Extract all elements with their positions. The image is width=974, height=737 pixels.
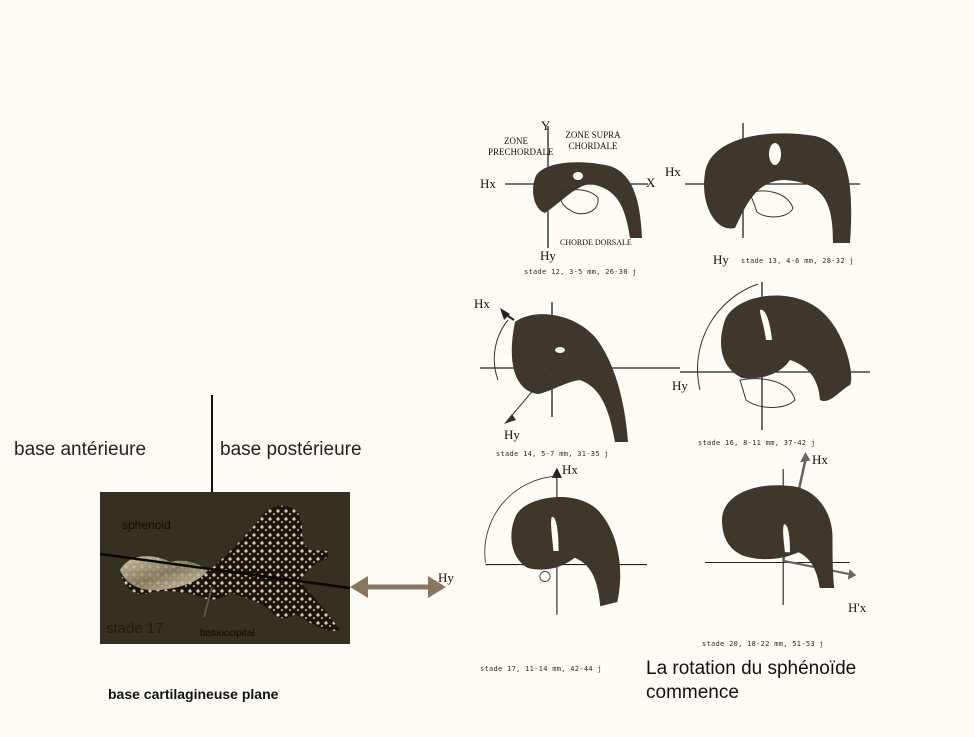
stage-20-caption: stade 20, 18-22 mm, 51-53 j <box>702 640 824 648</box>
base-posterieure-label: base postérieure <box>220 439 362 461</box>
stage-20-hx-label: Hx <box>812 452 828 468</box>
stage-20-hpx-label: H'x <box>848 600 866 616</box>
stage-12-hy-label: Hy <box>540 248 556 264</box>
sphenoid-photo-panel: sphenoid stade 17 basioccipital <box>100 492 350 644</box>
stage-13-caption: stade 13, 4-6 mm, 28-32 j <box>741 257 854 265</box>
stage-13-hy-label: Hy <box>713 252 729 268</box>
stage-12-caption: stade 12, 3-5 mm, 26-30 j <box>524 268 637 276</box>
chorde-dorsale-label: CHORDE DORSALE <box>560 237 670 248</box>
zone-supra-chordale-label: ZONE SUPRA CHORDALE <box>558 130 628 152</box>
basioccipital-label: basioccipital <box>200 628 254 639</box>
stade-17-label: stade 17 <box>106 620 164 637</box>
stage-17-hy-label: Hy <box>438 570 454 586</box>
stage-14-caption: stade 14, 5-7 mm, 31-35 j <box>496 450 609 458</box>
zone-prechordale-label: ZONE PRECHORDALE <box>488 136 544 158</box>
stage-12-diagram: Y X Hx Hy ZONE PRECHORDALE ZONE SUPRA CH… <box>480 118 680 288</box>
stage-13-diagram: Hx Hy stade 13, 4-6 mm, 28-32 j <box>675 118 875 288</box>
stage-17-caption: stade 17, 11-14 mm, 42-44 j <box>480 665 602 673</box>
stage-20-diagram: Hx H'x stade 20, 18-22 mm, 51-53 j <box>690 452 890 622</box>
stage-17-diagram: Hx Hy stade 17, 11-14 mm, 42-44 j <box>462 466 662 636</box>
stage-14-hx-label: Hx <box>474 296 490 312</box>
double-arrow-icon <box>350 574 446 600</box>
stage-16-hy-label: Hy <box>672 378 688 394</box>
stage-14-hy-label: Hy <box>504 427 520 443</box>
rotation-note: La rotation du sphénoïde commence <box>646 657 906 705</box>
stage-12-hx-label: Hx <box>480 176 496 192</box>
sphenoid-label: sphenoid <box>122 518 171 532</box>
base-anterieure-label: base antérieure <box>14 439 146 461</box>
cartilaginous-base-caption: base cartilagineuse plane <box>108 686 278 702</box>
stage-16-caption: stade 16, 8-11 mm, 37-42 j <box>698 439 815 447</box>
stage-12-x-label: X <box>646 175 655 191</box>
stage-17-hx-label: Hx <box>562 462 578 478</box>
stage-12-y-label: Y <box>541 118 550 134</box>
stage-13-hx-label: Hx <box>665 164 681 180</box>
stage-14-diagram: Hx Hy stade 14, 5-7 mm, 31-35 j <box>480 292 680 462</box>
stage-16-diagram: Hy stade 16, 8-11 mm, 37-42 j <box>680 280 880 450</box>
